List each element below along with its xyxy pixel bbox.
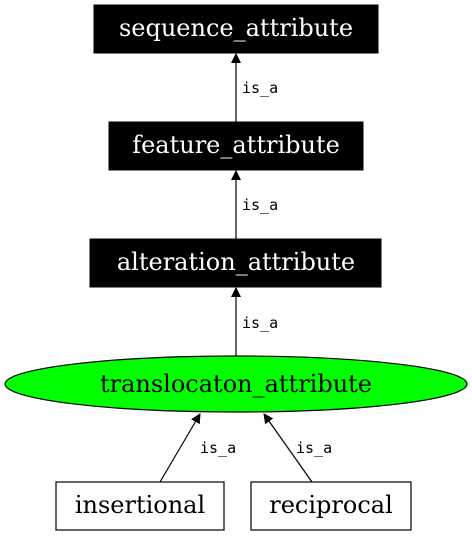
edge-insertional-to-translocaton — [159, 413, 201, 483]
node-box — [250, 481, 412, 531]
node-box — [55, 481, 225, 531]
node-label: insertional — [75, 491, 205, 519]
node-sequence-attribute[interactable]: sequence_attribute — [93, 4, 379, 54]
node-box — [108, 121, 364, 171]
edges: is_a is_a is_a is_a is_a — [159, 53, 332, 483]
node-alteration-attribute[interactable]: alteration_attribute — [89, 238, 382, 288]
node-box — [93, 4, 379, 54]
node-label: alteration_attribute — [117, 248, 355, 276]
node-ellipse — [4, 355, 468, 413]
edge-label-translocaton-to-alteration: is_a — [242, 314, 278, 332]
node-label: translocaton_attribute — [100, 370, 372, 398]
edge-label-alteration-to-feature: is_a — [242, 196, 278, 214]
node-box — [89, 238, 382, 288]
node-label: feature_attribute — [132, 131, 340, 159]
edge-label-insertional-to-translocaton: is_a — [200, 439, 236, 457]
node-label: sequence_attribute — [119, 14, 353, 42]
node-translocaton-attribute[interactable]: translocaton_attribute — [4, 355, 468, 413]
edge-reciprocal-to-translocaton — [263, 413, 313, 483]
node-insertional[interactable]: insertional — [55, 481, 225, 531]
edge-label-reciprocal-to-translocaton: is_a — [296, 439, 332, 457]
node-label: reciprocal — [269, 491, 393, 519]
edge-label-feature-to-sequence: is_a — [242, 79, 278, 97]
node-feature-attribute[interactable]: feature_attribute — [108, 121, 364, 171]
node-reciprocal[interactable]: reciprocal — [250, 481, 412, 531]
